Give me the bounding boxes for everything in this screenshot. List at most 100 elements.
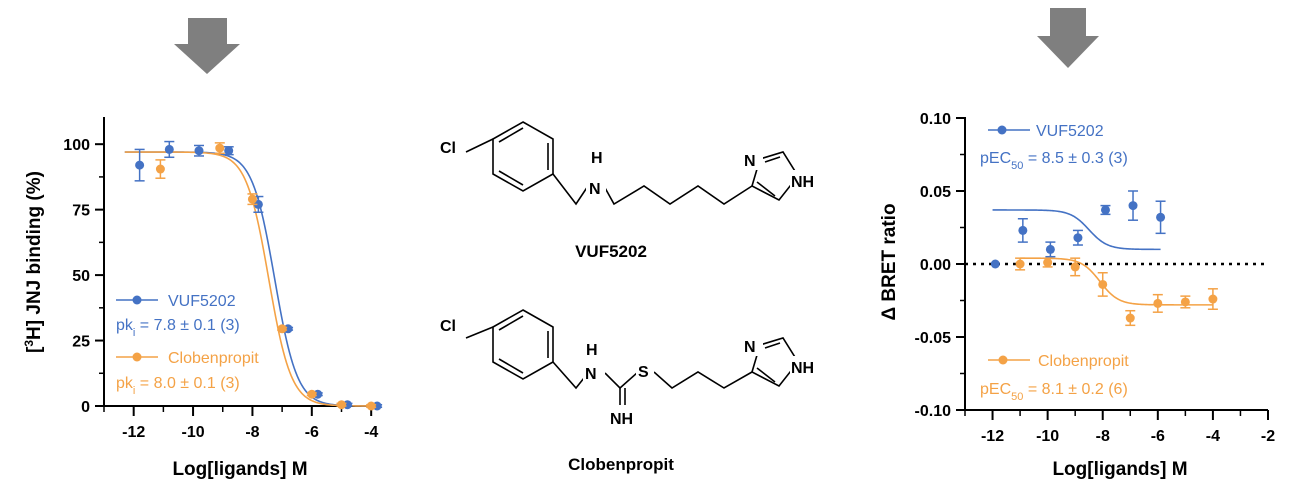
- legend-vuf5202-value: pki = 7.8 ± 0.1 (3): [116, 317, 240, 339]
- data-point-vuf5202: [1073, 233, 1083, 243]
- binding-chart-y-axis-title: [3H] JNJ binding (%): [22, 171, 45, 353]
- y-tick-label: 75: [72, 203, 90, 220]
- clobenpropit-imidazole-double-2: [764, 342, 781, 349]
- y-tick-label: -0.10: [915, 403, 952, 420]
- legend-vuf5202-name: VUF5202: [168, 293, 236, 310]
- vuf5202-compound-name: VUF5202: [575, 242, 647, 261]
- data-point-clobenpropit: [1015, 259, 1025, 269]
- clobenpropit-compound-name: Clobenpropit: [568, 455, 674, 474]
- data-point-vuf5202: [990, 259, 1000, 269]
- legend2-vuf5202-marker: [997, 125, 1007, 135]
- vuf5202-linker-n-label: N: [589, 181, 601, 198]
- legend-clobenpropit-name: Clobenpropit: [168, 350, 259, 367]
- clobenpropit-n-mask: [583, 362, 605, 382]
- data-point-vuf5202: [1018, 225, 1028, 235]
- data-point-clobenpropit: [1070, 262, 1080, 272]
- data-point-clobenpropit: [337, 400, 346, 410]
- clobenpropit-h-label: H: [586, 342, 598, 359]
- vuf5202-benzyl-bond: [552, 173, 589, 206]
- clobenpropit-benzyl-bond: [552, 361, 589, 390]
- x-tick-label: -4: [364, 424, 378, 441]
- legend-clobenpropit-value: pki = 8.0 ± 0.1 (3): [116, 375, 240, 397]
- vuf5202-imidazole-double-1: [756, 181, 776, 197]
- x-tick-label: -2: [1261, 428, 1275, 445]
- bret-chart-axes: [956, 117, 1269, 420]
- data-point-vuf5202: [164, 144, 174, 154]
- x-tick-label: -6: [1151, 428, 1165, 445]
- data-point-clobenpropit: [1098, 279, 1108, 289]
- y-tick-label: 0.10: [920, 111, 951, 128]
- clobenpropit-s-label: S: [638, 364, 649, 381]
- bret-chart-legend: VUF5202 pEC50 = 8.5 ± 0.3 (3) Clobenprop…: [980, 123, 1129, 403]
- data-point-clobenpropit: [155, 164, 165, 174]
- vuf5202-benzene-double-3: [498, 170, 524, 186]
- fit-curve-clobenpropit: [124, 151, 372, 407]
- data-point-vuf5202: [1156, 212, 1166, 222]
- data-point-clobenpropit: [1125, 313, 1135, 323]
- clobenpropit-cl-bond: [465, 326, 494, 339]
- legend2-vuf5202-name: VUF5202: [1036, 123, 1104, 140]
- vuf5202-ring-nh-mask: [790, 170, 824, 190]
- y-tick-label: -0.05: [915, 330, 952, 347]
- x-tick-label: -8: [245, 424, 259, 441]
- down-arrow-right-icon: [1037, 8, 1099, 68]
- vuf5202-atom-labels: Cl H N N NH: [437, 135, 824, 198]
- clobenpropit-nh-label: NH: [610, 411, 633, 428]
- legend2-clobenpropit-name: Clobenpropit: [1038, 353, 1129, 370]
- bret-chart-x-axis-title: Log[ligands] M: [1052, 459, 1187, 480]
- vuf5202-cl-mask: [437, 135, 465, 157]
- clobenpropit-ring-n-label: N: [744, 339, 756, 356]
- vuf5202-benzene-ring: [492, 121, 554, 192]
- clobenpropit-benzene-double-1: [498, 315, 524, 331]
- clobenpropit-propyl-chain: [653, 371, 753, 389]
- clobenpropit-imidazole-double-1: [756, 367, 776, 383]
- bret-chart-tick-labels: -0.10-0.050.000.050.10-12-10-8-6-4-2: [915, 111, 1276, 445]
- down-arrow-left-icon: [174, 18, 240, 74]
- data-point-clobenpropit: [1180, 297, 1190, 307]
- x-tick-label: -6: [305, 424, 319, 441]
- clobenpropit-ring-nh-mask: [790, 356, 824, 376]
- vuf5202-imidazole-double-2: [764, 156, 781, 163]
- legend2-vuf5202-value: pEC50 = 8.5 ± 0.3 (3): [980, 150, 1128, 172]
- data-point-clobenpropit: [247, 194, 257, 204]
- clobenpropit-benzene-ring: [492, 309, 554, 380]
- legend-clobenpropit-marker: [132, 352, 142, 362]
- clobenpropit-structure: [465, 309, 799, 405]
- clobenpropit-cl-mask: [437, 313, 465, 335]
- fit-curve-vuf5202: [124, 151, 372, 407]
- clobenpropit-n-label: N: [585, 366, 597, 383]
- fit-curve-vuf5202: [992, 209, 1161, 251]
- clobenpropit-cl-label: Cl: [440, 318, 456, 335]
- x-tick-label: -10: [1036, 428, 1059, 445]
- data-point-clobenpropit: [215, 143, 225, 153]
- vuf5202-alkyl-chain: [603, 185, 753, 206]
- clobenpropit-thiourea-bonds: [604, 371, 639, 390]
- x-tick-label: -12: [122, 424, 145, 441]
- vuf5202-ring-nh-label: NH: [791, 174, 814, 191]
- y-tick-label: 0: [81, 399, 90, 416]
- vuf5202-ring-n-label: N: [744, 153, 756, 170]
- y-tick-label: 0.00: [920, 257, 951, 274]
- clobenpropit-benzene-double-3: [498, 358, 524, 374]
- binding-chart-legend: VUF5202 pki = 7.8 ± 0.1 (3) Clobenpropit…: [116, 293, 259, 397]
- data-point-clobenpropit: [1043, 258, 1053, 268]
- legend2-clobenpropit-marker: [998, 355, 1008, 365]
- x-tick-label: -4: [1206, 428, 1220, 445]
- vuf5202-linker-h-label: H: [591, 150, 603, 167]
- data-point-clobenpropit: [307, 389, 317, 399]
- binding-chart-axes: [95, 117, 373, 416]
- binding-chart-points: [134, 140, 383, 411]
- data-point-vuf5202: [1045, 244, 1055, 254]
- data-point-vuf5202: [224, 146, 234, 156]
- y-tick-label: 50: [72, 268, 90, 285]
- data-point-clobenpropit: [366, 401, 376, 411]
- data-point-vuf5202: [194, 146, 204, 156]
- bret-chart: -0.10-0.050.000.050.10-12-10-8-6-4-2 Log…: [879, 111, 1275, 480]
- x-tick-label: -12: [981, 428, 1004, 445]
- clobenpropit-ring-n-mask: [741, 338, 763, 356]
- clobenpropit-s-mask: [636, 360, 654, 380]
- clobenpropit-atom-labels: Cl H N S NH N NH: [437, 313, 824, 428]
- data-point-vuf5202: [1100, 205, 1110, 215]
